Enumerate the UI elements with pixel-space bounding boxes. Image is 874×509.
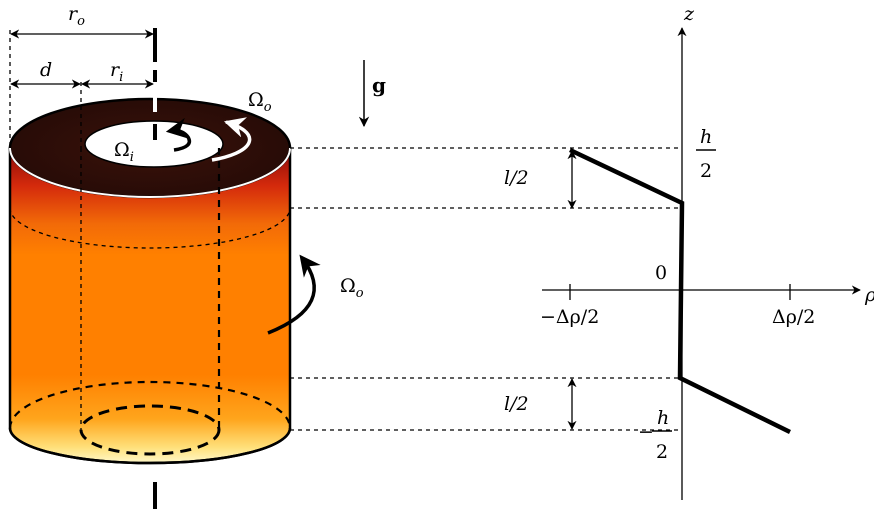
label-r-i: ri (110, 59, 123, 85)
omega-o-top-arrow (211, 117, 252, 162)
label-z-axis: z (683, 3, 695, 25)
bottom-front-arc (8, 427, 292, 465)
label-neg-h-half: − h 2 (638, 407, 672, 463)
label-l-half-top: l/2 (504, 167, 529, 189)
level-guides (290, 147, 682, 431)
label-r-o: ro (68, 3, 85, 29)
label-l-half-bottom: l/2 (504, 393, 529, 415)
label-gravity: g (372, 73, 386, 97)
lower-hidden-ellipse-back (8, 380, 292, 429)
upper-hidden-ellipse (9, 207, 291, 249)
density-profile-curve (569, 147, 791, 435)
label-rho-axis: ρ (864, 284, 874, 306)
cylinder (8, 28, 370, 509)
svg-text:h: h (700, 126, 712, 148)
label-pos-delta-rho: Δρ/2 (772, 306, 815, 328)
label-omega-o-side: Ωo (340, 275, 364, 301)
label-omega-i: Ωi (114, 139, 134, 165)
svg-text:2: 2 (700, 160, 712, 182)
svg-text:−: − (638, 421, 654, 443)
label-d: d (40, 59, 52, 81)
svg-text:h: h (657, 407, 669, 429)
inner-cylinder-top (84, 120, 224, 168)
label-zero: 0 (655, 262, 667, 284)
omega-i-arrow (165, 117, 192, 152)
svg-text:2: 2 (656, 441, 668, 463)
omega-o-side-arrow (267, 254, 321, 335)
top-rim-highlight (9, 147, 291, 198)
label-neg-delta-rho: −Δρ/2 (540, 306, 599, 328)
density-profile-plot (542, 27, 861, 500)
label-omega-o-top: Ωo (248, 89, 272, 115)
label-h-half-top: h 2 (696, 126, 716, 182)
inner-bottom-ellipse (79, 404, 221, 456)
